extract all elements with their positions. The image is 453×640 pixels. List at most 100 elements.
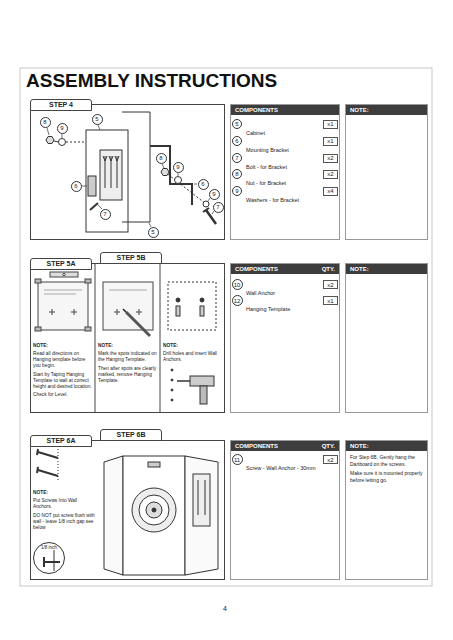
template-taping-drawing: [35, 279, 41, 283]
template-taping-drawing: [35, 272, 91, 331]
label-slot: Hanging Template: [246, 297, 290, 315]
drilling-drawing: [171, 379, 173, 381]
step-frame: STEP 489567896975: [30, 104, 225, 240]
qty-box: x4: [323, 187, 338, 196]
step-heading: STEP 5A: [30, 258, 92, 270]
part-name: Mounting Bracket: [246, 147, 289, 153]
callout-number: 5: [235, 121, 238, 127]
hung-cabinet-drawing: [152, 508, 156, 512]
step-heading: STEP 6B: [101, 430, 161, 440]
marking-drawing: [109, 290, 147, 291]
hung-cabinet-drawing: [132, 488, 176, 532]
column-divider: [160, 264, 161, 412]
detail-inset: 1/8 inch: [33, 542, 65, 574]
label-slot: Washers - for Bracket: [246, 188, 299, 206]
step-column: NOTE:Put Screws Into Wall Anchors.DO NOT…: [30, 440, 100, 580]
step-heading: STEP 4: [30, 99, 92, 111]
callout-number: 11: [234, 457, 240, 463]
note-text: NOTE:: [346, 264, 369, 274]
template-taping-drawing: [38, 282, 88, 330]
callout-number: 8: [43, 119, 46, 125]
screw-drawing: [54, 550, 55, 571]
hung-cabinet-drawing: [139, 495, 169, 525]
marking-drawing: [126, 312, 150, 336]
callout-circle: 9: [209, 189, 220, 200]
qty-box: x2: [323, 280, 338, 289]
callout-circle: 5: [232, 119, 242, 129]
quantity: x1: [327, 121, 333, 127]
part-name: Bolt - for Bracket: [246, 164, 287, 170]
callout-circle: 11: [232, 454, 243, 465]
bracket-drawing: [122, 112, 150, 222]
hardware-drawing: [46, 137, 86, 146]
note-text: NOTE:: [346, 105, 369, 115]
callout-circle: 9: [57, 123, 68, 134]
step-heading: STEP 6A: [30, 435, 92, 447]
cabinet-drawing: [100, 150, 122, 200]
hung-cabinet-drawing: [148, 462, 160, 467]
column-heading: QTY.: [322, 441, 339, 451]
leader-line: [47, 128, 49, 135]
marking-drawing: [123, 309, 126, 312]
components-panel: COMPONENTSQTY.10x212x1: [230, 263, 340, 413]
screw-drawing: [44, 561, 60, 563]
callout-circle: 7: [213, 202, 224, 213]
column-heading: COMPONENTS: [231, 264, 278, 274]
step-column: NOTE:Read all directions on Hanging temp…: [30, 263, 95, 413]
bracket-drawing: [150, 146, 192, 205]
part-name: Nut - for Bracket: [246, 180, 286, 186]
step-tab: STEP 5B: [100, 252, 162, 264]
template-taping-drawing: [44, 294, 76, 295]
column-heading: COMPONENTS: [231, 105, 278, 115]
callout-number: 7: [235, 155, 238, 161]
hung-cabinet-drawing: [104, 456, 218, 575]
instruction-text: Mark the spots indicated on the Hanging …: [98, 351, 157, 363]
callout-number: 6: [74, 183, 77, 189]
drilling-drawing: [176, 298, 180, 302]
template-taping-drawing: [63, 273, 65, 275]
part-name: Hanging Template: [246, 306, 290, 312]
callout-number: 9: [212, 191, 215, 197]
callout-circle: 9: [173, 162, 184, 173]
page-frame: [20, 68, 432, 586]
label-slot: Mounting Bracket: [246, 138, 289, 156]
leader-line: [47, 125, 214, 227]
qty-box: x1: [323, 296, 338, 305]
callout-circle: 6: [198, 179, 209, 190]
part-name: Cabinet: [246, 130, 265, 136]
leader-line: [98, 205, 102, 209]
drilling-drawing: [171, 389, 173, 391]
hung-cabinet-drawing: [205, 480, 206, 515]
hardware-drawing: [54, 141, 59, 142]
drilling-drawing: [171, 369, 173, 371]
quantity: x2: [327, 171, 333, 177]
part-name: Washers - for Bracket: [246, 197, 299, 203]
note-text: For Step 6B, Gently hang the Dartboard o…: [346, 451, 427, 467]
callout-circle: 6: [71, 181, 82, 192]
label-slot: Screw - Wall Anchor - 30mm: [246, 456, 315, 474]
hardware-drawing: [46, 137, 54, 144]
column-divider: [95, 264, 160, 412]
template-taping-drawing: [85, 327, 91, 331]
label-slot: Bolt - for Bracket: [246, 155, 287, 173]
leader-line: [98, 125, 100, 130]
callout-number: 12: [234, 298, 241, 304]
template-taping-drawing: [49, 309, 77, 315]
instruction-text: DO NOT put screw flush with wall - leave…: [33, 513, 97, 531]
drilling-drawing: [190, 376, 214, 386]
qty-box: x1: [323, 120, 338, 129]
note-panel: NOTE:For Step 6B, Gently hang the Dartbo…: [345, 440, 428, 580]
cabinet-drawing: [88, 176, 96, 196]
dimension-label: 1/8 inch: [34, 543, 64, 551]
note-panel: NOTE:: [345, 263, 428, 413]
qty-box: x2: [323, 170, 338, 179]
components-panel: COMPONENTS5x16x17x28x29x4: [230, 104, 340, 240]
callout-circle: 5: [148, 227, 159, 238]
label-slot: Nut - for Bracket: [246, 171, 286, 189]
quantity: x2: [327, 282, 333, 288]
drilling-drawing: [200, 298, 204, 302]
quantity: x4: [327, 188, 333, 194]
part-name: Wall Anchor: [246, 290, 275, 296]
part-name: Screw - Wall Anchor - 30mm: [246, 465, 315, 471]
template-taping-drawing: [35, 327, 41, 331]
